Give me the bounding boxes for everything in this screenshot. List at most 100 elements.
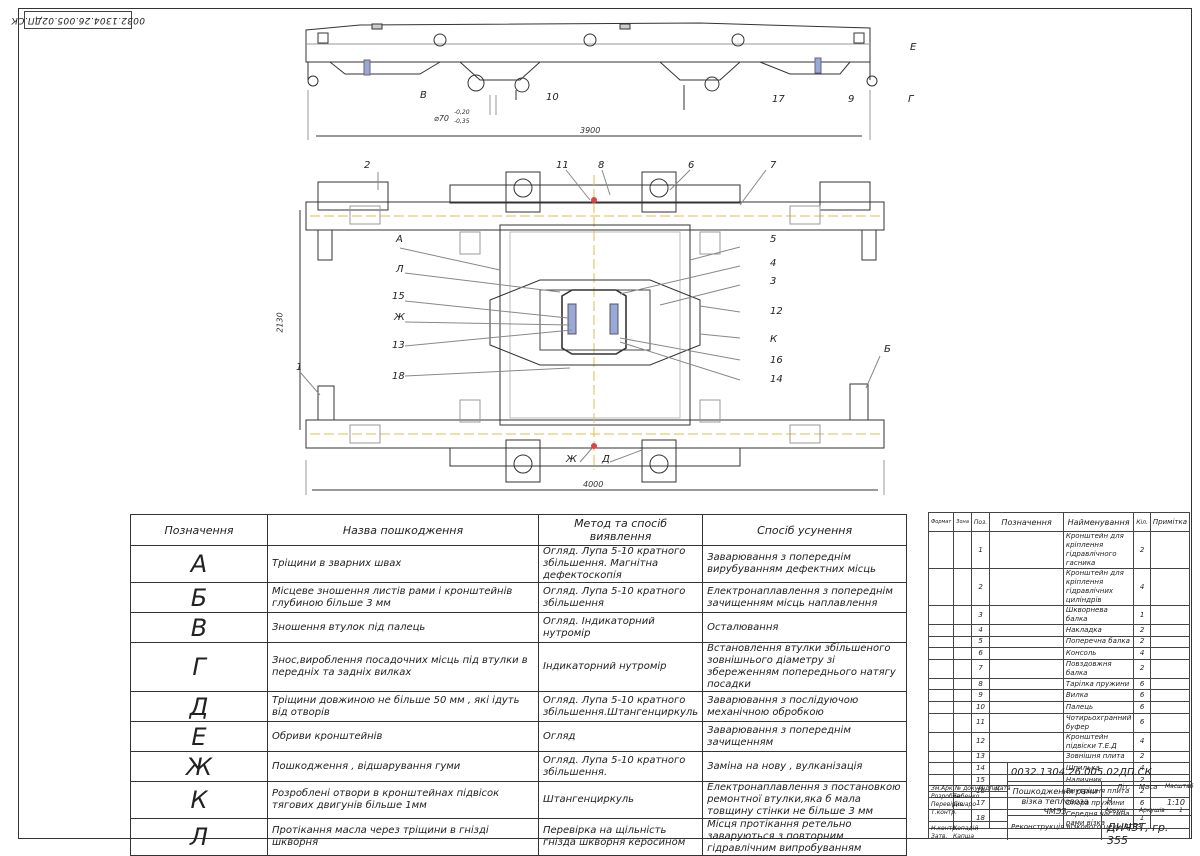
spec-pos-cell: 1	[970, 531, 991, 569]
spec-qty-cell: 2	[1133, 531, 1151, 569]
spec-empty-cell	[953, 712, 972, 733]
plan-view	[299, 169, 885, 495]
spec-qty-cell: 4	[1133, 647, 1151, 660]
spec-empty-cell	[953, 658, 972, 679]
damage-method-cell: Перевірка на щільність гнізда шкворня ке…	[537, 818, 704, 856]
spec-empty-cell	[1149, 712, 1191, 733]
spec-header: Формат Зона Поз. Позначення Найменування…	[927, 512, 1191, 532]
spec-name-cell: Тарілка пружини	[1062, 677, 1135, 691]
label-zh: Ж	[394, 312, 405, 323]
role-ark: Арк.	[941, 785, 955, 792]
spec-pos-cell: 4	[970, 624, 991, 637]
title-sheet: Аркуш	[1105, 807, 1126, 814]
spec-empty-cell	[927, 731, 955, 752]
spec-empty-cell	[927, 568, 955, 606]
damage-method-cell: Огляд. Лупа 5-10 кратного збільшення.Шта…	[537, 691, 704, 722]
damage-fix-cell: Заварювання з попереднім зачищенням	[702, 721, 907, 752]
spec-pos-cell: 9	[970, 689, 991, 702]
label-a: А	[396, 234, 403, 245]
role-tcontrol: Т.контр.	[931, 809, 958, 816]
spec-empty-cell	[989, 750, 1064, 764]
spec-empty-cell	[927, 658, 955, 679]
title-group: ДНЧЗТ, гр. 355	[1107, 821, 1169, 847]
spec-empty-cell	[1149, 689, 1191, 702]
spec-empty-cell	[927, 605, 955, 625]
role-date: Дата	[995, 785, 1011, 792]
damage-fix-cell: Заварювання з попереднім вирубуванням де…	[702, 545, 907, 583]
spec-h-name: Найменування	[1062, 512, 1135, 532]
spec-pos-cell: 8	[970, 677, 991, 691]
spec-h-designation: Позначення	[989, 512, 1064, 532]
spec-empty-cell	[953, 647, 972, 660]
role-checked: Перевірив	[931, 801, 964, 808]
damage-method-cell: Огляд. Індикаторний нутромір	[537, 612, 704, 643]
label-15: 15	[392, 291, 405, 302]
damage-method-cell: Огляд. Лупа 5-10 кратного збільшення	[537, 582, 704, 613]
title-sheet-count: 1	[1179, 807, 1183, 814]
spec-pos-cell: 17	[970, 796, 991, 810]
damage-name-cell: Знос,вироблення посадочних місць під вту…	[267, 642, 539, 692]
spec-name-cell: Палець	[1062, 700, 1135, 714]
spec-empty-cell	[989, 568, 1064, 606]
label-e: Е	[910, 42, 917, 53]
spec-empty-cell	[1149, 647, 1191, 660]
spec-name-cell: Накладка	[1062, 624, 1135, 637]
spec-qty-cell: 2	[1133, 658, 1151, 679]
spec-h-note: Примітка	[1149, 512, 1191, 532]
label-5: 5	[770, 234, 777, 245]
damage-code-cell: Л	[130, 818, 268, 856]
spec-empty-cell	[953, 568, 972, 606]
damage-code-cell: А	[130, 545, 268, 583]
damage-fix-cell: Заварювання з послідуючою механічною обр…	[702, 691, 907, 722]
spec-empty-cell	[953, 700, 972, 714]
spec-empty-cell	[927, 689, 955, 702]
spec-empty-cell	[989, 731, 1064, 752]
spec-h-qty: Кіл.	[1133, 512, 1151, 532]
damage-name-cell: Протікання масла через тріщини в гнізді …	[267, 818, 539, 856]
spec-qty-cell: 2	[1133, 635, 1151, 649]
spec-empty-cell	[1149, 808, 1191, 829]
spec-qty-cell: 6	[1133, 677, 1151, 691]
spec-empty-cell	[989, 658, 1064, 679]
spec-empty-cell	[927, 677, 955, 691]
damage-name-cell: Тріщини довжиною не більше 50 мм , які і…	[267, 691, 539, 722]
damage-code-cell: К	[130, 781, 268, 819]
label-3: 3	[770, 276, 777, 287]
spec-empty-cell	[927, 647, 955, 660]
damage-name-cell: Обриви кронштейнів	[267, 721, 539, 752]
dim-2130: 2130	[275, 312, 285, 333]
spec-empty-cell	[927, 750, 955, 764]
side-view	[305, 22, 878, 140]
title-sheets: Аркушів	[1139, 807, 1165, 814]
spec-name-cell: Чотирьохгранний буфер	[1062, 712, 1135, 733]
header-fix: Спосіб усунення	[702, 514, 907, 546]
spec-empty-cell	[989, 700, 1064, 714]
damage-name-cell: Тріщини в зварних швах	[267, 545, 539, 583]
spec-empty-cell	[989, 624, 1064, 637]
spec-empty-cell	[989, 605, 1064, 625]
title-mass-header: Маса	[1139, 783, 1158, 791]
spec-empty-cell	[1149, 677, 1191, 691]
role-developed: Розробив	[931, 793, 961, 800]
label-g: Г	[908, 94, 914, 105]
spec-h-zone: Зона	[953, 512, 972, 532]
spec-empty-cell	[1149, 750, 1191, 764]
spec-empty-cell	[989, 647, 1064, 660]
title-project: Реконструкція візкового цеху ДТРЗ	[1011, 823, 1142, 831]
spec-empty-cell	[927, 762, 955, 775]
spec-name-cell: Вилка	[1062, 689, 1135, 702]
damage-name-cell: Зношення втулок під палець	[267, 612, 539, 643]
spec-empty-cell	[1149, 658, 1191, 679]
title-literal: Н	[1107, 797, 1113, 805]
damage-method-cell: Огляд	[537, 721, 704, 752]
